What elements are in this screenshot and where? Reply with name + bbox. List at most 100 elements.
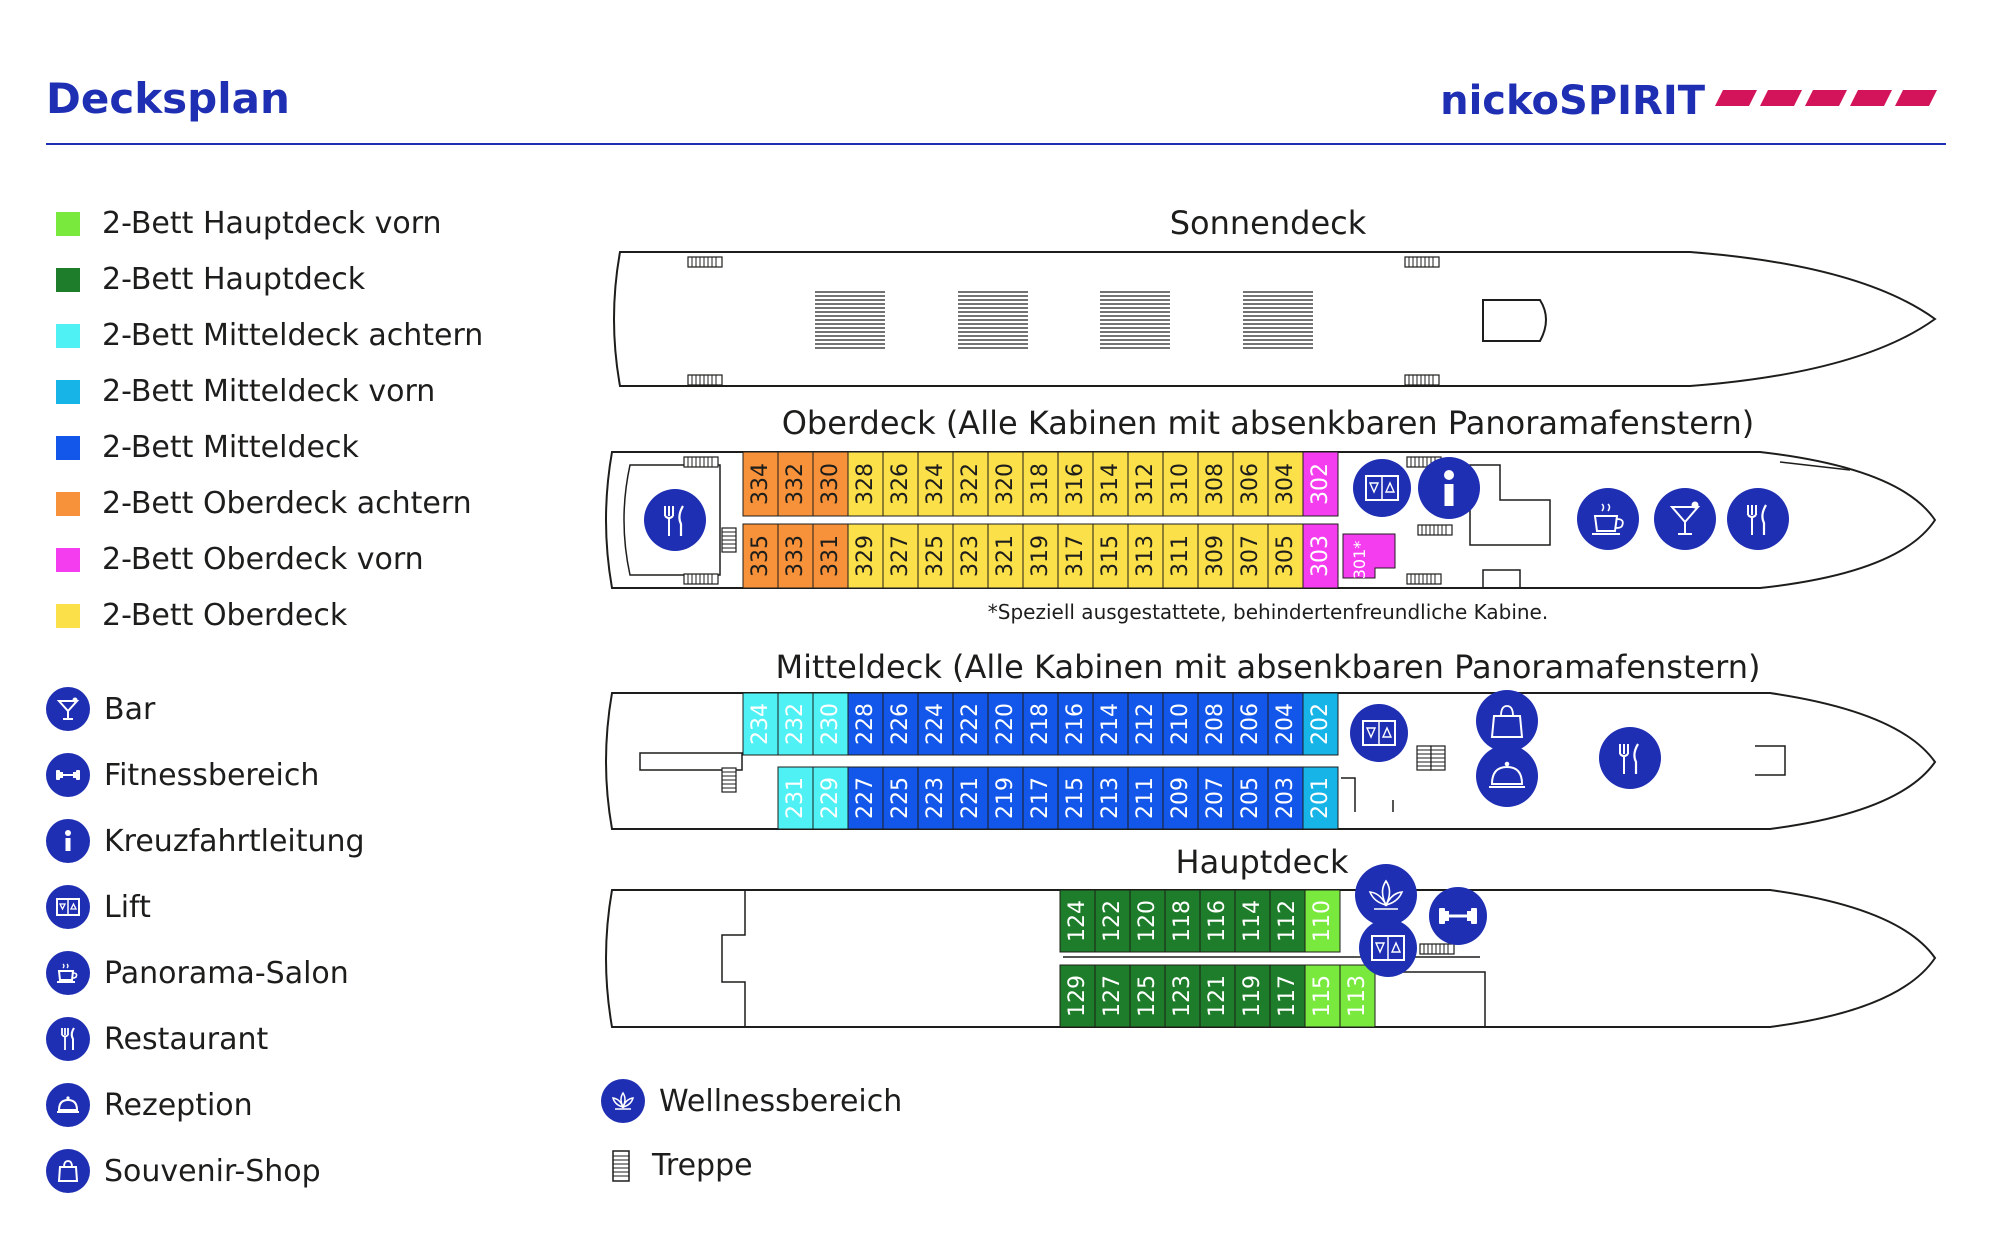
cabin-124: 124 [1059,889,1096,953]
cabin-228: 228 [847,692,884,756]
cabin-block [1234,889,1271,953]
legend-item-wellness: Wellnessbereich [601,1079,902,1123]
cabin-117: 117 [1269,964,1306,1028]
cabin-block [1197,451,1234,517]
cabin-number: 230 [818,703,843,745]
fork-knife-icon [46,1017,90,1061]
cabin-block [1057,692,1094,756]
cabin-number: 234 [748,703,773,745]
legend-item-hauptdeck: 2-Bett Hauptdeck [56,262,365,297]
cabin-block [1267,451,1304,517]
cabin-222: 222 [952,692,989,756]
deck-title-mitteldeck: Mitteldeck (Alle Kabinen mit absenkbaren… [775,648,1761,686]
info-icon [46,819,90,863]
cabin-block [952,692,989,756]
cabin-block [1127,523,1164,589]
legend-label: 2-Bett Oberdeck vorn [102,542,424,577]
color-swatch [56,547,80,572]
cabin-number: 120 [1135,900,1160,942]
cabin-335: 335 [742,523,779,589]
cabin-block [812,766,849,830]
cabin-block [1199,964,1236,1028]
cabin-number: 210 [1168,703,1193,745]
cabin-224: 224 [917,692,954,756]
cabin-number: 217 [1028,777,1053,819]
cabin-328: 328 [847,451,884,517]
page-title: Decksplan [46,74,290,123]
cabin-block [1129,889,1166,953]
cabin-number: 325 [923,535,948,577]
deck-title-oberdeck: Oberdeck (Alle Kabinen mit absenkbaren P… [781,404,1755,442]
cabin-block [812,451,849,517]
cabin-number: 323 [958,535,983,577]
cabin-block [1059,889,1096,953]
cabin-block [1304,964,1341,1028]
cabin-block [1164,889,1201,953]
cabin-number: 221 [958,777,983,819]
cabin-block [1302,766,1339,830]
stairs-icon [1404,256,1440,268]
brand-logo: nickoSPIRIT [1440,78,1940,124]
cabin-329: 329 [847,523,884,589]
legend-item-mitteldeck: 2-Bett Mitteldeck [56,430,359,465]
cabin-118: 118 [1164,889,1201,953]
cabin-block [1302,451,1339,517]
cabin-115: 115 [1304,964,1341,1028]
cabin-block [1302,692,1339,756]
cabin-number: 312 [1133,463,1158,505]
shopping-bag-icon [46,1149,90,1193]
cabin-315: 315 [1092,523,1129,589]
color-swatch [56,603,80,628]
cabin-number: 119 [1240,975,1265,1017]
cabin-block [952,451,989,517]
deck-title-sonnendeck: Sonnendeck [1169,204,1367,242]
cabin-229: 229 [812,766,849,830]
cabin-block [1127,451,1164,517]
cabin-113: 113 [1339,964,1376,1028]
info-icon [1418,457,1480,519]
cabin-number: 305 [1273,535,1298,577]
color-swatch [56,211,80,236]
cabin-number: 112 [1275,900,1300,942]
dumbbell-icon [46,753,90,797]
legend-item-fitness: Fitnessbereich [46,753,319,797]
cabin-309: 309 [1197,523,1234,589]
logo-stripes-icon [1715,90,1937,106]
cabin-number: 309 [1203,535,1228,577]
cabin-221: 221 [952,766,989,830]
deck-title-hauptdeck: Hauptdeck [1175,843,1349,881]
legend-label: 2-Bett Hauptdeck [102,262,366,297]
cabin-number: 205 [1238,777,1263,819]
legend-item-restaurant: Restaurant [46,1017,268,1061]
stairs-icon [683,456,719,468]
color-swatch [56,491,80,516]
cabin-number: 306 [1238,463,1263,505]
cabin-number: 335 [748,535,773,577]
lift-icon [1359,919,1417,977]
cabin-304: 304 [1267,451,1304,517]
cabin-number: 116 [1205,900,1230,942]
dumbbell-icon [1429,887,1487,945]
cabin-number: 231 [783,777,808,819]
cabin-305: 305 [1267,523,1304,589]
cabin-block [1269,964,1306,1028]
cabin-number: 307 [1238,535,1263,577]
cabin-321: 321 [987,523,1024,589]
cabin-230: 230 [812,692,849,756]
cabin-number: 118 [1170,900,1195,942]
cabin-127: 127 [1094,964,1131,1028]
legend-item-mitteldeck-achtern: 2-Bett Mitteldeck achtern [56,318,483,353]
legend-item-hauptdeck-vorn: 2-Bett Hauptdeck vorn [56,206,442,241]
cabin-block [847,523,884,589]
stairs-icon [1417,524,1453,536]
legend-item-rezeption: Rezeption [46,1083,253,1127]
cabin-block [952,766,989,830]
stairs-icon [1419,943,1455,955]
cabin-226: 226 [882,692,919,756]
cabin-number: 333 [783,535,808,577]
stairs-icon [1404,374,1440,386]
cabin-114: 114 [1234,889,1271,953]
